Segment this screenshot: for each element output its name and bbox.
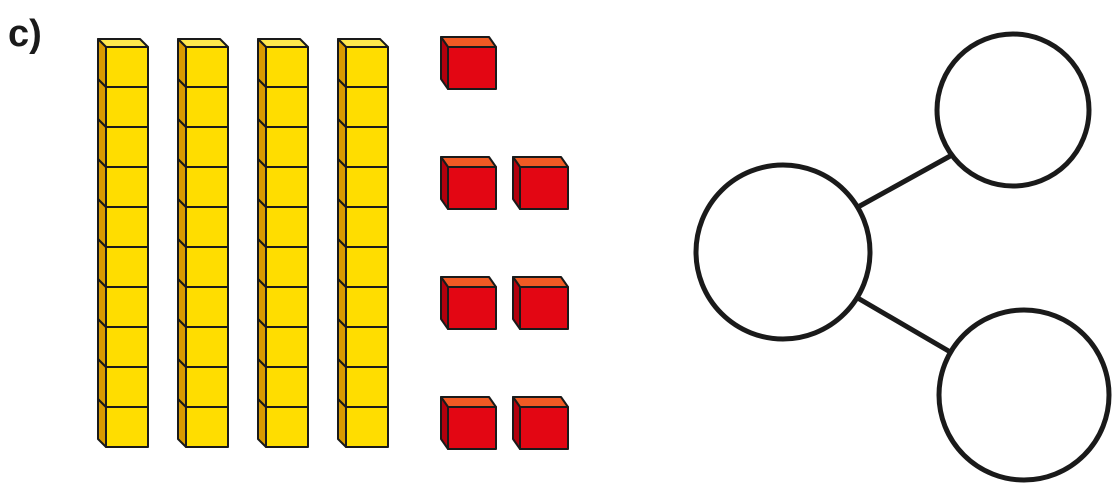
rod-unit-cube-front xyxy=(106,327,148,367)
ones-cube-side xyxy=(441,397,448,449)
rod-unit-cube-front xyxy=(346,47,388,87)
ones-cubes xyxy=(441,37,568,449)
rod-unit-cube-front xyxy=(106,207,148,247)
ones-cube-side xyxy=(513,397,520,449)
tens-rod xyxy=(338,39,388,447)
rod-unit-cube-front xyxy=(346,207,388,247)
rod-unit-cube-front xyxy=(186,367,228,407)
ones-cube xyxy=(441,37,496,89)
rod-unit-cube-front xyxy=(346,167,388,207)
rod-unit-cube-side xyxy=(98,39,106,87)
tens-rod xyxy=(178,39,228,447)
rod-unit-cube-front xyxy=(106,87,148,127)
rod-unit-cube-front xyxy=(186,47,228,87)
rod-unit-cube-front xyxy=(106,287,148,327)
rod-unit-cube-front xyxy=(106,167,148,207)
ones-cube-side xyxy=(441,37,448,89)
ones-cube-side xyxy=(441,277,448,329)
ones-cube-top xyxy=(513,397,568,407)
tens-rod xyxy=(98,39,148,447)
rod-unit-cube xyxy=(338,39,388,87)
rod-unit-cube-front xyxy=(266,287,308,327)
ones-cube xyxy=(513,157,568,209)
rod-unit-cube-side xyxy=(338,39,346,87)
connector-line-bottom xyxy=(856,297,952,353)
rod-unit-cube-front xyxy=(186,407,228,447)
rod-unit-cube-front xyxy=(106,407,148,447)
ones-cube-top xyxy=(513,157,568,167)
rod-unit-cube-front xyxy=(106,367,148,407)
rod-unit-cube-front xyxy=(186,327,228,367)
rod-unit-cube xyxy=(98,39,148,87)
rod-unit-cube-front xyxy=(346,287,388,327)
rod-unit-cube-front xyxy=(346,127,388,167)
ones-cube-top xyxy=(513,277,568,287)
rod-unit-cube-front xyxy=(346,247,388,287)
rod-unit-cube-front xyxy=(266,167,308,207)
rod-unit-cube-front xyxy=(266,87,308,127)
rod-unit-cube-front xyxy=(346,87,388,127)
whole-circle[interactable] xyxy=(696,165,870,339)
ones-cube xyxy=(441,157,496,209)
part-circle-bottom[interactable] xyxy=(939,310,1109,480)
rod-unit-cube-side xyxy=(258,39,266,87)
rod-unit-cube-front xyxy=(346,367,388,407)
question-label: c) xyxy=(8,13,42,55)
rod-unit-cube-front xyxy=(346,407,388,447)
rod-unit-cube-front xyxy=(266,47,308,87)
tens-rods xyxy=(98,39,388,447)
part-circle-top[interactable] xyxy=(937,34,1089,186)
rod-unit-cube-front xyxy=(266,327,308,367)
rod-unit-cube-front xyxy=(266,127,308,167)
ones-cube-front xyxy=(448,287,496,329)
rod-unit-cube-front xyxy=(186,287,228,327)
rod-unit-cube-front xyxy=(186,247,228,287)
ones-cube-front xyxy=(520,407,568,449)
tens-rod xyxy=(258,39,308,447)
rod-unit-cube-front xyxy=(186,207,228,247)
ones-cube-top xyxy=(441,37,496,47)
ones-cube-front xyxy=(520,287,568,329)
rod-unit-cube-front xyxy=(186,167,228,207)
rod-unit-cube-front xyxy=(106,127,148,167)
part-whole-model xyxy=(696,34,1109,480)
ones-cube-side xyxy=(513,157,520,209)
ones-cube-front xyxy=(520,167,568,209)
rod-unit-cube-front xyxy=(346,327,388,367)
ones-cube-front xyxy=(448,47,496,89)
ones-cube-top xyxy=(441,157,496,167)
rod-unit-cube-front xyxy=(266,367,308,407)
ones-cube xyxy=(513,277,568,329)
ones-cube xyxy=(441,277,496,329)
ones-cube-side xyxy=(441,157,448,209)
ones-cube-top xyxy=(441,277,496,287)
rod-unit-cube xyxy=(178,39,228,87)
rod-unit-cube-front xyxy=(106,247,148,287)
ones-cube-side xyxy=(513,277,520,329)
ones-cube-front xyxy=(448,407,496,449)
ones-cube xyxy=(513,397,568,449)
ones-cube xyxy=(441,397,496,449)
rod-unit-cube-front xyxy=(266,407,308,447)
ones-cube-front xyxy=(448,167,496,209)
rod-unit-cube-front xyxy=(266,247,308,287)
rod-unit-cube-front xyxy=(186,87,228,127)
connector-line-top xyxy=(858,155,952,207)
rod-unit-cube-front xyxy=(106,47,148,87)
rod-unit-cube-side xyxy=(178,39,186,87)
rod-unit-cube-front xyxy=(266,207,308,247)
rod-unit-cube-front xyxy=(186,127,228,167)
rod-unit-cube xyxy=(258,39,308,87)
ones-cube-top xyxy=(441,397,496,407)
